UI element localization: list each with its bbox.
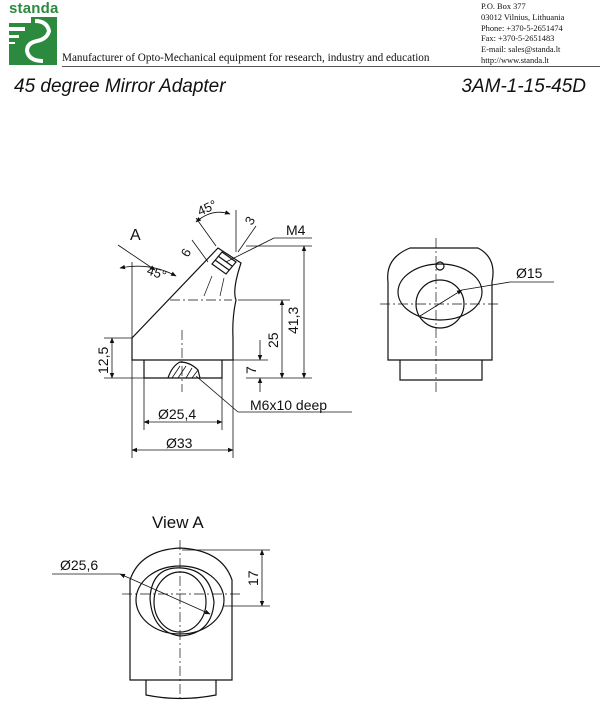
part-number: 3AM-1-15-45D xyxy=(461,76,586,97)
dim-7: 7 xyxy=(243,366,259,374)
dim-diam-33: Ø33 xyxy=(166,435,193,451)
dim-6: 6 xyxy=(178,246,195,260)
contact-block: P.O. Box 377 03012 Vilnius, Lithuania Ph… xyxy=(481,2,564,67)
view-a-marker: A xyxy=(130,227,141,244)
side-thread-boss xyxy=(211,251,237,275)
side-view xyxy=(131,247,242,392)
dim-angle-side: 45° xyxy=(145,263,168,283)
contact-line: http://www.standa.lt xyxy=(481,55,549,65)
view-a-eccentric-bore xyxy=(149,567,215,637)
view-a xyxy=(122,540,240,700)
side-base-flange xyxy=(143,360,223,379)
contact-line: P.O. Box 377 xyxy=(481,2,526,11)
side-dimensions xyxy=(104,210,352,458)
view-a-label: View A xyxy=(152,513,204,532)
front-view xyxy=(380,238,500,392)
dim-12-5: 12,5 xyxy=(95,347,111,374)
header-rule xyxy=(62,66,600,67)
dim-diam-15: Ø15 xyxy=(516,265,543,281)
contact-line: E-mail: sales@standa.lt xyxy=(481,45,561,55)
thread-label-m4: M4 xyxy=(286,222,306,238)
dim-3: 3 xyxy=(242,214,259,228)
front-outer-bore xyxy=(397,263,483,321)
front-body-outline xyxy=(387,247,494,361)
dim-diam-25-4: Ø25,4 xyxy=(158,406,196,422)
view-a-flange xyxy=(145,680,217,700)
dim-angle-top: 45° xyxy=(195,197,219,219)
side-base-hole xyxy=(167,361,201,379)
contact-line: Phone: +370-5-2651474 xyxy=(481,23,563,33)
dim-diam-25-6: Ø25,6 xyxy=(60,557,98,573)
front-small-hole xyxy=(435,261,445,271)
dim-25: 25 xyxy=(265,332,281,348)
view-a-body-outline xyxy=(129,547,233,681)
contact-line: 03012 Vilnius, Lithuania xyxy=(481,12,565,22)
dim-17: 17 xyxy=(245,570,261,586)
side-body-outline xyxy=(131,247,242,361)
side-dimension-labels: A 45° 3 6 M4 45° 41,3 25 7 12,5 Ø25,4 Ø3… xyxy=(95,197,327,451)
dim-41-3: 41,3 xyxy=(285,307,301,334)
brand-logo-text: standa xyxy=(9,0,59,17)
view-a-dimensions xyxy=(52,549,270,615)
front-base-flange xyxy=(399,360,483,381)
page-title: 45 degree Mirror Adapter xyxy=(14,76,226,97)
company-tagline: Manufacturer of Opto-Mechanical equipmen… xyxy=(62,52,430,64)
thread-label-m6: M6x10 deep xyxy=(250,397,327,413)
contact-line: Fax: +370-5-2651483 xyxy=(481,34,555,44)
front-dimensions xyxy=(419,281,554,317)
brand-logo-mark xyxy=(9,17,57,65)
